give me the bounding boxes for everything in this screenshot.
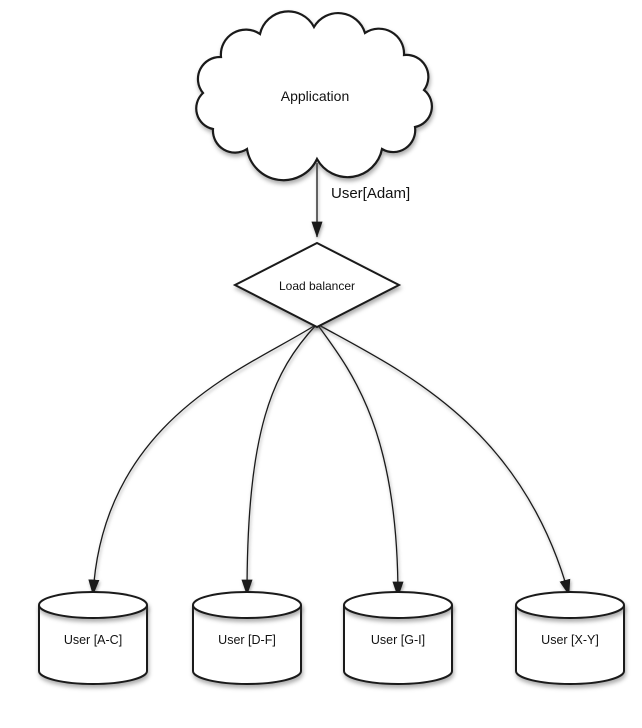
cylinder-body [343, 605, 453, 685]
edge-label-user-adam: User[Adam] [331, 185, 410, 202]
shard4-node: User [X-Y] [515, 591, 625, 685]
edges [88, 163, 571, 598]
shard2-label: User [D-F] [218, 633, 276, 647]
cylinder-top [192, 591, 302, 619]
cylinder-body [192, 605, 302, 685]
loadbalancer-to-shard1-arrow [88, 323, 318, 596]
application-label: Application [281, 88, 350, 104]
loadbalancer-to-shard2-arrow [241, 323, 318, 596]
shard1-node: User [A-C] [38, 591, 148, 685]
cylinder-top [515, 591, 625, 619]
cylinder-top [38, 591, 148, 619]
shard2-node: User [D-F] [192, 591, 302, 685]
diamond-shape [232, 241, 402, 329]
shard3-label: User [G-I] [371, 633, 425, 647]
cloud-shape [195, 10, 433, 182]
cylinder-body [515, 605, 625, 685]
cylinder-body [38, 605, 148, 685]
shard3-node: User [G-I] [343, 591, 453, 685]
load-balancer-node: Load balancer [232, 241, 402, 329]
load-balancer-label: Load balancer [279, 279, 355, 293]
cylinder-top [343, 591, 453, 619]
shard4-label: User [X-Y] [541, 633, 599, 647]
loadbalancer-to-shard3-arrow [316, 323, 404, 598]
loadbalancer-to-shard4-arrow [316, 323, 571, 596]
shard1-label: User [A-C] [64, 633, 122, 647]
application-node: Application [195, 10, 433, 182]
